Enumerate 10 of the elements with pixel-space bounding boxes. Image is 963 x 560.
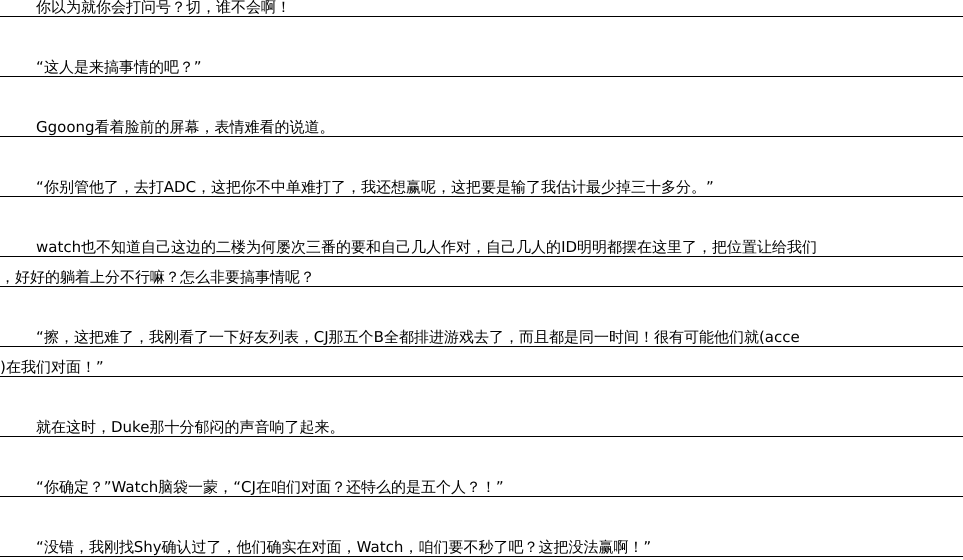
text-line: Ggoong看着脸前的屏幕，表情难看的说道。 bbox=[36, 119, 335, 136]
text-line: “你确定？”Watch脑袋一蒙，“CJ在咱们对面？还特么的是五个人？！” bbox=[36, 479, 504, 496]
text-line: ，好好的躺着上分不行嘛？怎么非要搞事情呢？ bbox=[0, 269, 315, 286]
text-line: 就在这时，Duke那十分郁闷的声音响了起来。 bbox=[36, 419, 344, 436]
text-line: “你别管他了，去打ADC，这把你不中单难打了，我还想赢呢，这把要是输了我估计最少掉三十多分。” bbox=[36, 179, 714, 196]
text-line: “没错，我刚找Shy确认过了，他们确实在对面，Watch，咱们要不秒了吧？这把没法赢啊！” bbox=[36, 539, 652, 556]
text-line: “这人是来搞事情的吧？” bbox=[36, 59, 202, 76]
text-line: watch也不知道自己这边的二楼为何屡次三番的要和自己几人作对，自己几人的ID明明都摆在这里了，把位置让给我们 bbox=[36, 239, 818, 256]
text-line: “擦，这把难了，我刚看了一下好友列表，CJ那五个B全都排进游戏去了，而且都是同一时间！很有可能他们就(acce bbox=[36, 329, 800, 346]
text-line: )在我们对面！” bbox=[0, 359, 104, 376]
